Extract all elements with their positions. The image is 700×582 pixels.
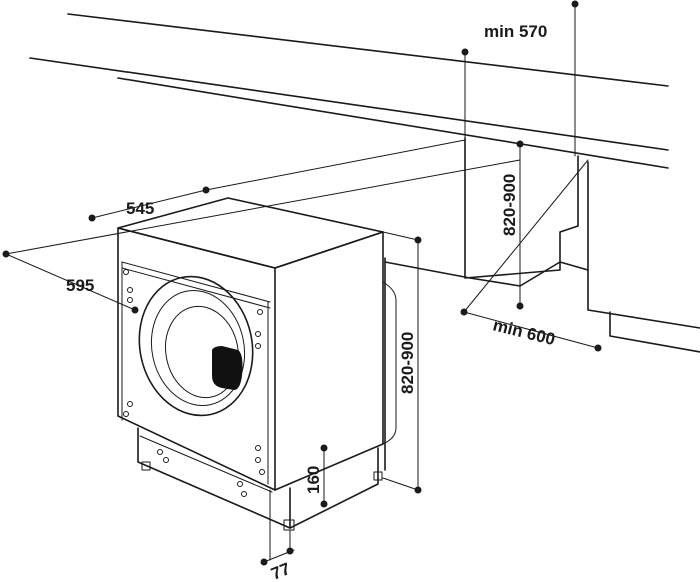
label-min-570: min 570 (484, 22, 547, 41)
washing-machine (117, 197, 397, 531)
label-min-600: min 600 (491, 315, 557, 349)
door (138, 275, 254, 417)
countertop (29, 13, 669, 169)
door-handle (212, 346, 243, 390)
label-cavity-height: 820-900 (500, 174, 519, 236)
label-160: 160 (304, 466, 323, 494)
dimension-lines (2, 0, 602, 566)
cabinet-cavity (384, 137, 700, 471)
label-machine-height: 820-900 (398, 332, 417, 394)
label-77: 77 (268, 559, 293, 582)
label-595: 595 (66, 276, 94, 295)
label-545: 545 (126, 199, 154, 218)
